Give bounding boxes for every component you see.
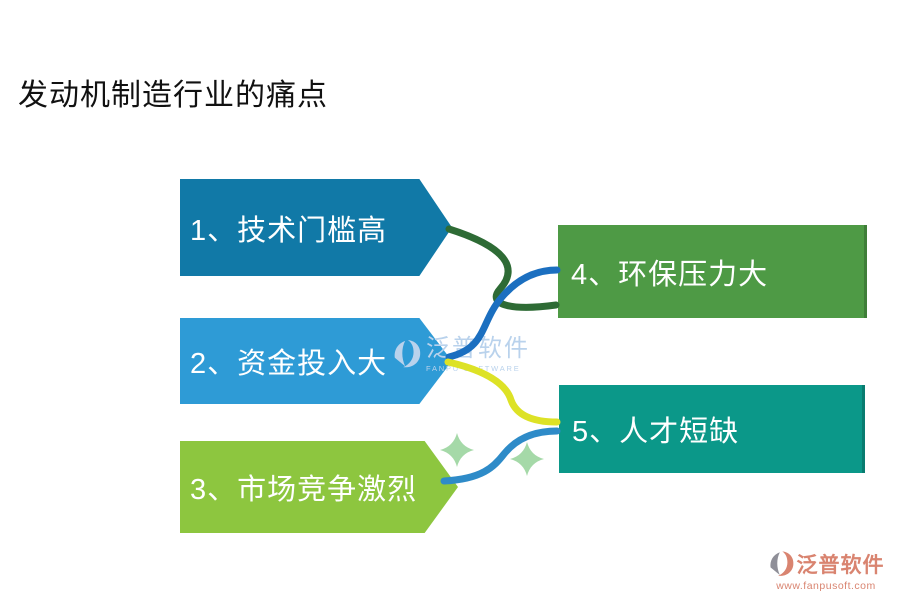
pain-point-1-banner: 1、技术门槛高 <box>180 179 452 276</box>
footer-logo-text: 泛普软件 <box>796 554 885 577</box>
pain-point-2-label: 2、资金投入大 <box>190 348 388 380</box>
watermark-subtext: FANPU SOFTWARE <box>426 364 521 373</box>
pain-point-5-box: 5、人才短缺 <box>559 385 865 473</box>
pain-point-5-label: 5、人才短缺 <box>572 416 740 448</box>
fanpu-logo-icon <box>769 551 793 576</box>
footer-logo-url: www.fanpusoft.com <box>776 580 876 592</box>
connector-3-to-5 <box>440 427 561 485</box>
pain-point-4-box: 4、环保压力大 <box>558 225 867 318</box>
pain-point-4-label: 4、环保压力大 <box>571 258 769 291</box>
page-title: 发动机制造行业的痛点 <box>18 79 328 112</box>
pain-point-1-label: 1、技术门槛高 <box>190 214 388 247</box>
pain-point-2-banner: 2、资金投入大 <box>180 318 452 404</box>
sparkle-icon <box>440 433 474 467</box>
footer-logo: 泛普软件 www.fanpusoft.com <box>760 549 892 592</box>
pain-point-3-banner: 3、市场竞争激烈 <box>180 441 458 533</box>
pain-point-3-label: 3、市场竞争激烈 <box>190 474 418 506</box>
sparkle-icons <box>440 433 544 476</box>
connector-1-to-4 <box>445 225 560 311</box>
sparkle-icon <box>510 442 544 476</box>
watermark-text: 泛普软件 <box>426 335 530 362</box>
fanpu-logo-icon <box>394 339 421 368</box>
center-watermark: 泛普软件 FANPU SOFTWARE <box>392 337 530 373</box>
